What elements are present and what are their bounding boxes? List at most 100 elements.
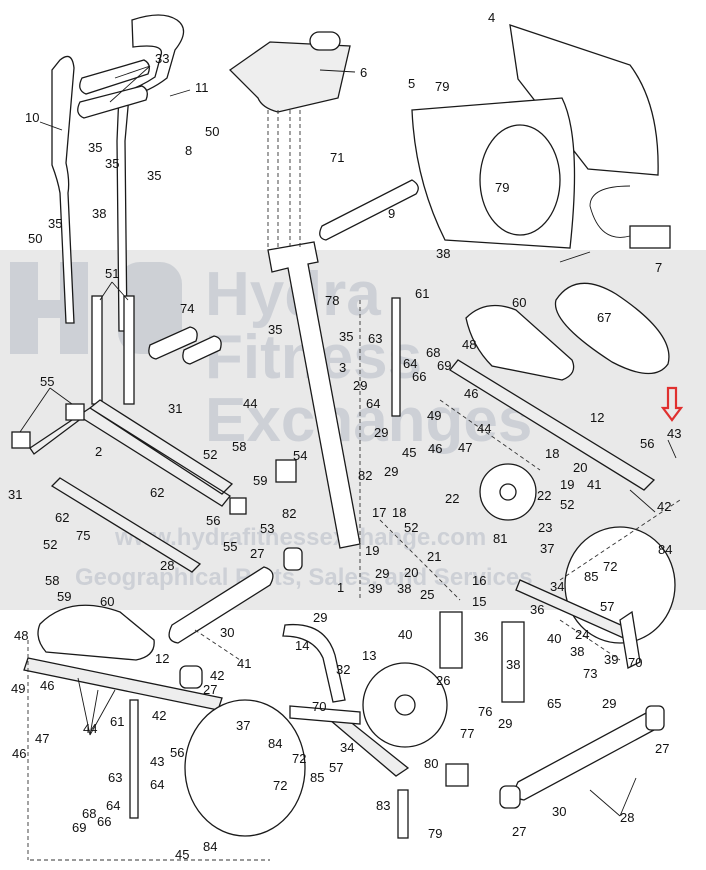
callout-labels: 4 33 6 5 79 11 10 50 35 8 71 35 35 79 38… — [8, 10, 681, 862]
clamp-55b — [65, 403, 85, 421]
callout-51: 51 — [105, 266, 119, 281]
callout-43a: 43 — [667, 426, 681, 441]
callout-38b: 38 — [436, 246, 450, 261]
callout-35b: 35 — [105, 156, 119, 171]
callout-46d: 46 — [12, 746, 26, 761]
callout-54: 54 — [293, 448, 307, 463]
callout-29e: 29 — [313, 610, 327, 625]
callout-38d: 38 — [570, 644, 584, 659]
callout-60a: 60 — [512, 295, 526, 310]
callout-56b: 56 — [206, 513, 220, 528]
pedal-arm-right — [449, 359, 656, 491]
callout-69a: 69 — [437, 358, 451, 373]
shield-right — [509, 24, 659, 176]
callout-38c: 38 — [397, 581, 411, 596]
callout-9: 9 — [388, 206, 395, 221]
callout-63a: 63 — [368, 331, 382, 346]
callout-37a: 37 — [540, 541, 554, 556]
callout-56c: 56 — [170, 745, 184, 760]
callout-36b: 36 — [474, 629, 488, 644]
callout-65: 65 — [547, 696, 561, 711]
callout-42b: 42 — [210, 668, 224, 683]
callout-29d: 29 — [375, 566, 389, 581]
callout-1: 1 — [337, 580, 344, 595]
callout-67: 67 — [597, 310, 611, 325]
callout-44c: 44 — [83, 721, 97, 736]
callout-15: 15 — [472, 594, 486, 609]
callout-80: 80 — [424, 756, 438, 771]
callout-27c: 27 — [655, 741, 669, 756]
callout-64b: 64 — [366, 396, 380, 411]
rod-63-left — [129, 699, 139, 819]
lower-tube-right — [123, 295, 135, 405]
adapter-cord — [559, 185, 631, 263]
callout-11: 11 — [195, 80, 209, 95]
callout-34b: 34 — [340, 740, 354, 755]
callout-64c: 64 — [150, 777, 164, 792]
flywheel-hub — [394, 694, 416, 716]
callout-44a: 44 — [243, 396, 257, 411]
callout-16: 16 — [472, 573, 486, 588]
callout-12a: 12 — [590, 410, 604, 425]
callout-18b: 18 — [392, 505, 406, 520]
callout-32: 32 — [336, 662, 350, 677]
callout-64a: 64 — [403, 356, 417, 371]
callout-64d: 64 — [106, 798, 120, 813]
callout-55b: 55 — [223, 539, 237, 554]
callout-18a: 18 — [545, 446, 559, 461]
callout-72c: 72 — [273, 778, 287, 793]
callout-29f: 29 — [602, 696, 616, 711]
callout-19a: 19 — [560, 477, 574, 492]
callout-14: 14 — [295, 638, 309, 653]
callout-83: 83 — [376, 798, 390, 813]
callout-26: 26 — [436, 673, 450, 688]
grip-upper — [79, 59, 150, 95]
callout-22b: 22 — [537, 488, 551, 503]
end-cap-27a — [283, 547, 303, 571]
callout-3: 3 — [339, 360, 346, 375]
callout-46c: 46 — [40, 678, 54, 693]
callout-47a: 47 — [458, 440, 472, 455]
leader-lines — [19, 65, 677, 817]
callout-35f: 35 — [339, 329, 353, 344]
callout-66a: 66 — [412, 369, 426, 384]
base-frame — [29, 399, 234, 573]
callout-40a: 40 — [398, 627, 412, 642]
callout-27a: 27 — [250, 546, 264, 561]
callout-70a: 70 — [628, 655, 642, 670]
pedal-right — [465, 304, 575, 381]
callout-29b: 29 — [374, 425, 388, 440]
callout-49a: 49 — [427, 408, 441, 423]
callout-57b: 57 — [329, 760, 343, 775]
bracket-70-left — [289, 705, 361, 725]
callout-61a: 61 — [415, 286, 429, 301]
strap — [282, 623, 346, 703]
bracket-plate — [439, 611, 463, 669]
callout-28a: 28 — [160, 558, 174, 573]
callout-36a: 36 — [530, 602, 544, 617]
callout-46a: 46 — [464, 386, 478, 401]
callout-2: 2 — [95, 444, 102, 459]
callout-28b: 28 — [620, 810, 634, 825]
callout-75: 75 — [76, 528, 90, 543]
part-54 — [275, 459, 297, 483]
grip-lower — [77, 85, 148, 119]
callout-60b: 60 — [100, 594, 114, 609]
callout-45b: 45 — [175, 847, 189, 862]
callout-71: 71 — [330, 150, 344, 165]
callout-31b: 31 — [8, 487, 22, 502]
callout-58a: 58 — [232, 439, 246, 454]
callout-82b: 82 — [282, 506, 296, 521]
callout-29g: 29 — [498, 716, 512, 731]
callout-53: 53 — [260, 521, 274, 536]
callout-52c: 52 — [404, 520, 418, 535]
callout-50a: 50 — [205, 124, 219, 139]
rod-63-right — [391, 297, 401, 417]
callout-24: 24 — [575, 627, 589, 642]
callout-62a: 62 — [150, 485, 164, 500]
callout-27d: 27 — [512, 824, 526, 839]
callout-12b: 12 — [155, 651, 169, 666]
callout-45a: 45 — [402, 445, 416, 460]
disk-cover-left — [184, 699, 306, 837]
